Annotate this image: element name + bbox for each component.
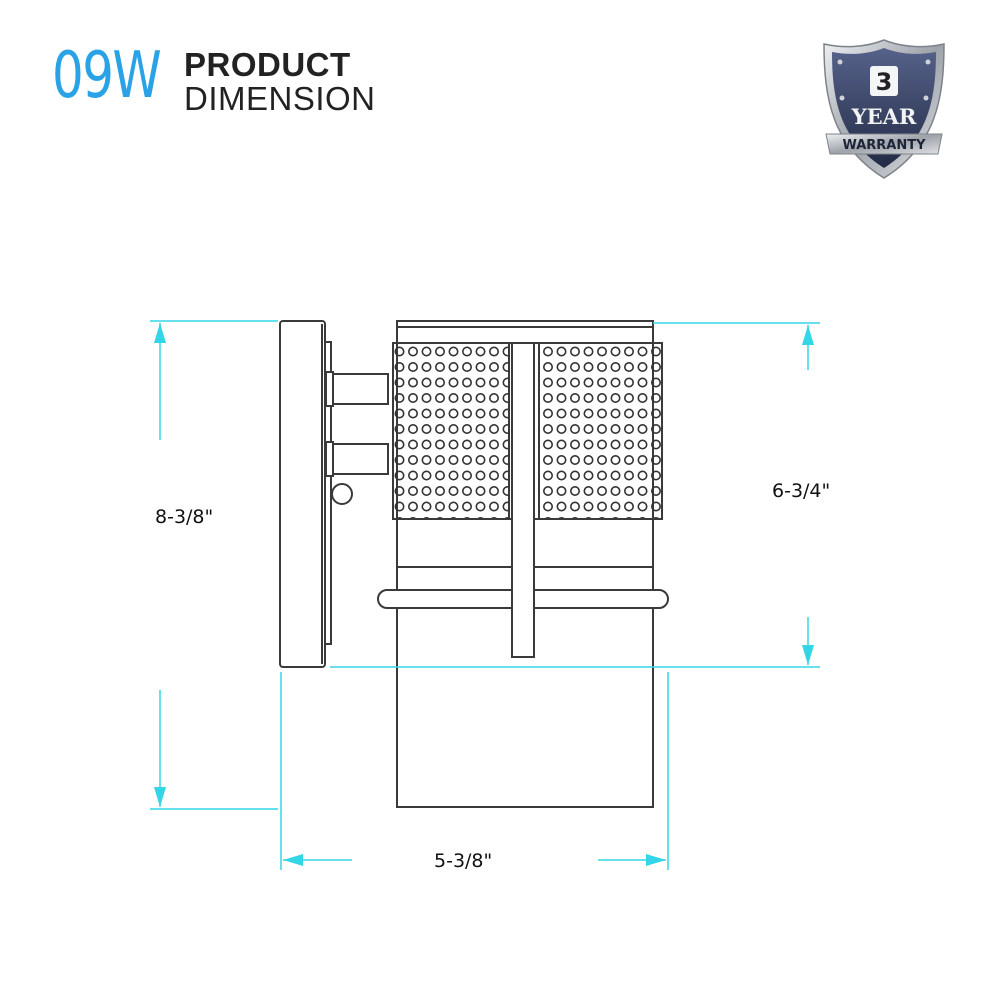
- overall-height-label: 8-3/8": [155, 506, 213, 528]
- dimension-lines: [150, 320, 820, 870]
- title-line-2: DIMENSION: [184, 80, 376, 117]
- badge-number: 3: [876, 68, 893, 96]
- wattage-label: 09W: [52, 39, 162, 113]
- wall-mount-plate: [279, 320, 332, 668]
- shade-height-label: 6-3/4": [772, 480, 830, 502]
- title-line-1: PRODUCT: [184, 46, 351, 83]
- width-label: 5-3/8": [434, 850, 492, 872]
- badge-year: YEAR: [851, 104, 917, 129]
- warranty-badge: 3 YEAR WARRANTY: [823, 39, 945, 179]
- mounting-arms: [325, 371, 389, 505]
- dimension-arrows: [154, 323, 814, 866]
- lamp-shade: [377, 320, 669, 808]
- badge-warranty: WARRANTY: [842, 138, 926, 153]
